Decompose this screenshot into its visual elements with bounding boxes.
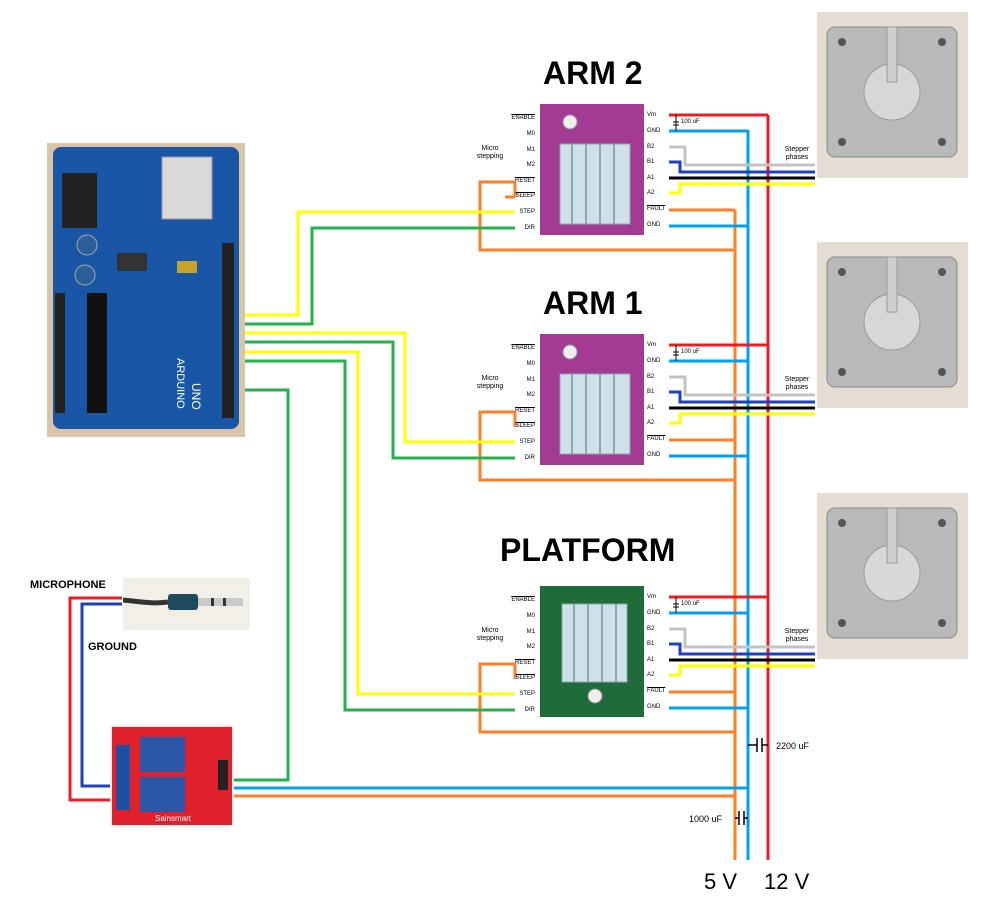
pin-b1-label: B1: [647, 389, 655, 395]
pin-m0-label: M0: [526, 361, 535, 367]
pin-a1-label: A1: [647, 405, 655, 411]
driver-reset-sleep-wires: [478, 180, 735, 734]
platform-power-wires: [669, 595, 815, 710]
pin-gnd-label: GND: [647, 358, 661, 364]
microstepping-label: Micro stepping: [476, 375, 504, 390]
ground-label: GROUND: [88, 641, 137, 653]
pin-reset-label: RESET: [514, 408, 535, 414]
microphone-jack-photo: [123, 578, 250, 630]
stepper-phases-label: Stepper phases: [784, 146, 810, 161]
arduino-board-photo: ARDUINO UNO: [47, 143, 245, 437]
pin-step-label: STEP: [519, 691, 535, 697]
microphone-wires: [68, 596, 122, 802]
pin-m1-label: M1: [526, 147, 535, 153]
arduino-board-drawing: ARDUINO UNO: [53, 147, 239, 429]
pin-dir-label: DIR: [524, 455, 535, 461]
pin-m2-label: M2: [526, 644, 535, 650]
stepper-motor-arm1-photo: [817, 242, 968, 408]
pin-enable-label: ENABLE: [511, 597, 535, 603]
power-rails: [733, 115, 770, 860]
pin-sleep-label: SLEEP: [515, 193, 535, 199]
pin-gnd2-label: GND: [647, 452, 661, 458]
pin-b2-label: B2: [647, 626, 655, 632]
pin-gnd-label: GND: [647, 610, 661, 616]
stepper-phases-label: Stepper phases: [784, 376, 810, 391]
pin-reset-label: RESET: [514, 660, 535, 666]
pin-m2-label: M2: [526, 392, 535, 398]
pin-step-label: STEP: [519, 209, 535, 215]
pin-fault-label: FAULT: [647, 688, 666, 694]
pin-gnd2-label: GND: [647, 704, 661, 710]
pin-reset-label: RESET: [514, 178, 535, 184]
driver-board-arm2: [540, 104, 644, 235]
driver-board-arm1: [540, 334, 644, 465]
pin-m1-label: M1: [526, 629, 535, 635]
arm2-title: ARM 2: [543, 55, 643, 91]
pin-dir-label: DIR: [524, 225, 535, 231]
small-caps: [673, 115, 679, 613]
stepper-motor-arm2-photo: [817, 12, 968, 178]
cap-100uf-label: 100 uF: [681, 119, 700, 125]
pin-b2-label: B2: [647, 144, 655, 150]
pin-step-label: STEP: [519, 439, 535, 445]
pin-fault-label: FAULT: [647, 436, 666, 442]
cap-2200uf-label: 2200 uF: [776, 741, 810, 751]
pin-m2-label: M2: [526, 162, 535, 168]
pin-a1-label: A1: [647, 657, 655, 663]
cap-100uf-label: 100 uF: [681, 349, 700, 355]
pin-dir-label: DIR: [524, 707, 535, 713]
pin-vm-label: Vm: [647, 112, 656, 118]
cap-100uf-label: 100 uF: [681, 601, 700, 607]
relay-label: Sainsmart: [155, 814, 192, 823]
pin-sleep-label: SLEEP: [515, 423, 535, 429]
pin-a2-label: A2: [647, 672, 655, 678]
pin-fault-label: FAULT: [647, 206, 666, 212]
pin-a2-label: A2: [647, 420, 655, 426]
microstepping-label: Micro stepping: [476, 145, 504, 160]
pin-enable-label: ENABLE: [511, 115, 535, 121]
pin-m0-label: M0: [526, 131, 535, 137]
signal-wires: [232, 210, 515, 782]
pin-vm-label: Vm: [647, 342, 656, 348]
pin-a2-label: A2: [647, 190, 655, 196]
microstepping-label: Micro stepping: [476, 627, 504, 642]
arm2-power-wires: [669, 113, 815, 228]
arm1-title: ARM 1: [543, 285, 643, 321]
microphone-label: MICROPHONE: [30, 579, 106, 591]
relay-power-wires: [232, 786, 748, 798]
capacitor-2200uf: [748, 738, 768, 752]
pin-a1-label: A1: [647, 175, 655, 181]
pin-m0-label: M0: [526, 613, 535, 619]
cap-1000uf-label: 1000 uF: [689, 814, 723, 824]
driver-board-platform: [540, 586, 644, 717]
relay-module-photo: Sainsmart: [110, 725, 234, 827]
arm1-power-wires: [669, 343, 815, 458]
pin-vm-label: Vm: [647, 594, 656, 600]
pin-gnd-label: GND: [647, 128, 661, 134]
capacitor-1000uf: [735, 811, 748, 825]
pin-b2-label: B2: [647, 374, 655, 380]
stepper-motor-platform-photo: [817, 493, 968, 659]
pin-m1-label: M1: [526, 377, 535, 383]
pin-b1-label: B1: [647, 159, 655, 165]
pin-b1-label: B1: [647, 641, 655, 647]
platform-title: PLATFORM: [500, 532, 676, 568]
pin-sleep-label: SLEEP: [515, 675, 535, 681]
arduino-label: ARDUINO: [174, 358, 186, 409]
uno-label: UNO: [189, 383, 203, 410]
rail-12v-label: 12 V: [764, 869, 810, 894]
rail-5v-label: 5 V: [704, 869, 738, 894]
pin-enable-label: ENABLE: [511, 345, 535, 351]
pin-gnd2-label: GND: [647, 222, 661, 228]
stepper-phases-label: Stepper phases: [784, 628, 810, 643]
